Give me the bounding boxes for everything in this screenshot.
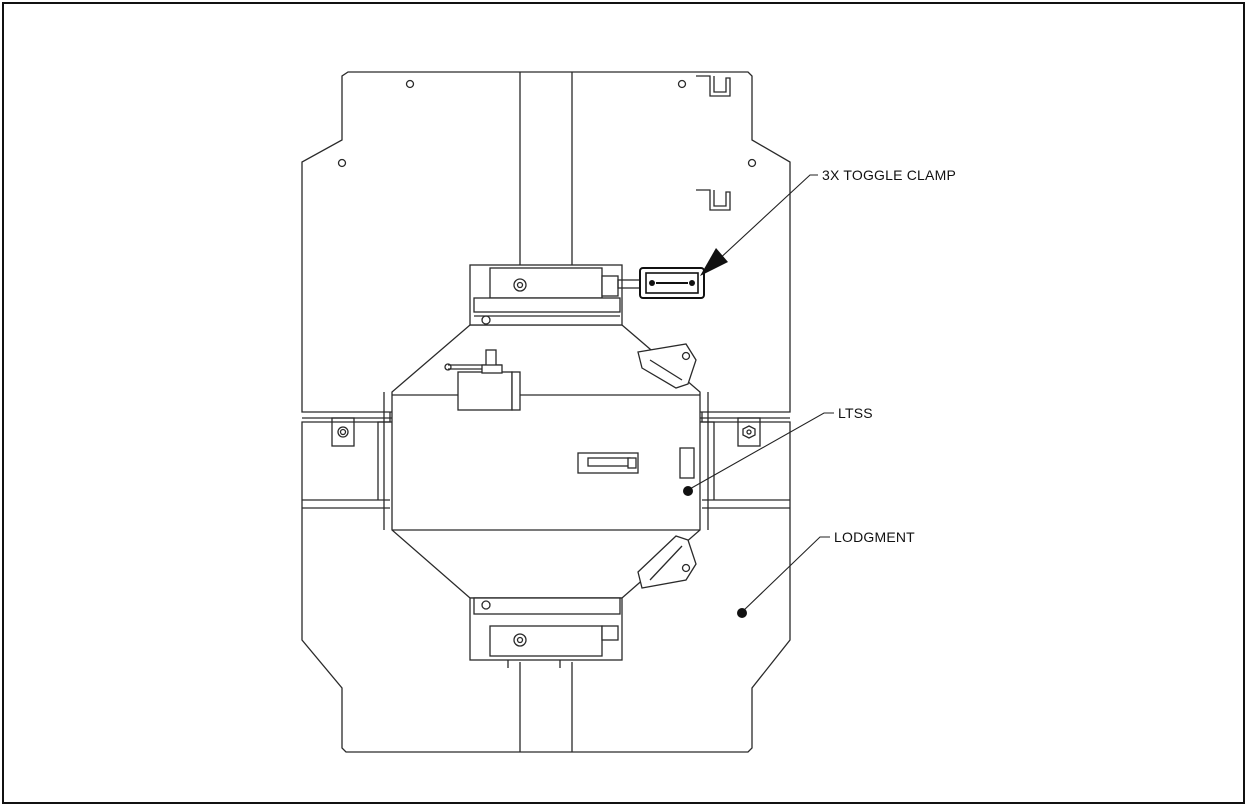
mount-hole	[747, 158, 757, 168]
ltss-assembly	[383, 264, 709, 668]
label-lodgment: LODGMENT	[834, 529, 915, 545]
mount-hole	[405, 79, 415, 89]
hex-nut-right-inner	[746, 429, 752, 435]
latch-base	[481, 364, 503, 374]
bottom-pin	[481, 600, 491, 610]
callout-toggle-clamp: 3X TOGGLE CLAMP	[700, 167, 956, 276]
top-slider	[489, 267, 603, 299]
bottom-bolt-inner	[516, 636, 524, 644]
leader-lodgment	[741, 536, 830, 613]
leader-dot	[737, 608, 747, 618]
bottom-stop	[601, 625, 619, 641]
top-bolt	[513, 278, 527, 292]
mount-hole	[677, 79, 687, 89]
clamp-pivot	[649, 280, 655, 286]
top-rail	[473, 297, 621, 313]
clamp-handle	[645, 272, 699, 294]
hook-lower	[696, 189, 731, 211]
lodgment-upper-outline	[301, 71, 791, 413]
leader-toggle-clamp	[715, 174, 818, 263]
hook-upper	[696, 75, 731, 97]
clamp-stop	[601, 275, 619, 297]
hinge-upper	[637, 343, 697, 389]
top-bolt-inner	[516, 281, 524, 289]
bottom-rail	[473, 597, 621, 615]
leader-arrow	[700, 248, 728, 276]
leader-ltss	[687, 412, 834, 491]
hinge-lower-edge	[649, 545, 683, 581]
latch-knob	[444, 363, 452, 371]
label-toggle-clamp: 3X TOGGLE CLAMP	[822, 167, 956, 183]
nut-block-left	[331, 417, 355, 447]
callout-lodgment: LODGMENT	[737, 529, 915, 618]
hinge-upper-pin	[681, 351, 691, 361]
nut-left-inner	[339, 428, 347, 436]
clamp-pivot	[689, 280, 695, 286]
side-button	[679, 447, 695, 479]
center-handle-tab	[627, 457, 637, 469]
center-handle-slot	[587, 457, 631, 467]
nut-block-right	[737, 417, 761, 447]
bottom-slider	[489, 625, 603, 657]
hinge-lower-pin	[681, 563, 691, 573]
nut-left	[337, 426, 349, 438]
callout-ltss: LTSS	[683, 405, 873, 496]
latch-side	[511, 371, 521, 411]
hinge-upper-edge	[649, 359, 683, 381]
latch-block	[457, 371, 513, 411]
toggle-clamp	[617, 267, 705, 299]
lodgment-lower-outline	[301, 421, 791, 753]
latch-pin	[485, 349, 497, 367]
mount-hole	[337, 158, 347, 168]
hex-nut-right	[742, 425, 756, 439]
bottom-bolt	[513, 633, 527, 647]
label-ltss: LTSS	[838, 405, 873, 421]
leader-dot	[683, 486, 693, 496]
